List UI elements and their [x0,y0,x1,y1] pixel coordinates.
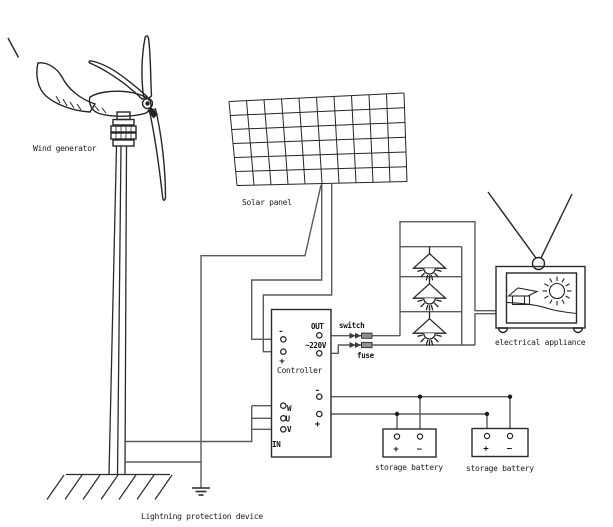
solar-panel [228,92,408,186]
junction-dot [507,394,513,399]
rotor-hub-center [145,101,150,106]
ac220-terminal [315,349,323,357]
battery-plus-terminal [315,410,323,418]
antenna-left [487,191,537,259]
lightning-ground-symbol [192,487,210,496]
wind-w-terminal [279,402,287,410]
wind-trunk-wire [125,405,253,443]
blade-upper-left [88,60,149,100]
labels: Wind generator Solar panel Controller OU… [33,144,586,521]
lamp-bus-wire [399,221,496,336]
tv-screen [505,272,578,324]
battery-minus-post [416,433,424,440]
spinner [147,107,158,119]
in-label: IN [272,440,281,449]
battery-box [382,428,437,458]
antenna-knob [531,256,546,271]
lamp-bank [412,246,447,347]
battery1-plus-sign: + [393,445,399,455]
fuse-wire [322,344,475,354]
battery2-minus-sign: − [507,445,513,455]
blade-tip-stray-line [7,37,20,58]
junction-dot [394,411,400,417]
tv-foot-right [572,327,584,334]
electrical-appliance-label: electrical appliance [495,338,586,347]
phase-w-label: W [287,404,292,413]
solar-panel-label: Solar panel [242,198,292,207]
storage-battery-2 [471,427,529,458]
wind-u-terminal [279,414,287,422]
blade-up [141,35,153,99]
wind-v-terminal [279,425,287,433]
tv-scene [506,276,577,315]
phase-u-label: U [286,415,291,424]
solar-plus-terminal [279,348,287,356]
hill-line [506,301,577,315]
storage-battery-2-label: storage battery [466,464,534,473]
tv-body [495,265,586,329]
solar-minus-terminal [279,335,287,343]
storage-battery-1 [382,428,437,458]
ac220-label: ~220V [305,341,327,350]
house-roof [506,287,539,297]
switch-label: switch [339,321,364,330]
sun-icon [548,282,566,300]
battery-bus-minus-sign: - [315,386,320,396]
lightning-protection-label: Lightning protection device [141,512,263,521]
battery-bus-plus-sign: + [315,420,321,430]
controller-label: Controller [277,366,323,375]
phase-v-label: V [287,425,292,434]
battery-plus-post [483,432,491,440]
ground-terrain [46,473,173,500]
solar-minus-sign: - [278,327,283,337]
battery-plus-post [393,433,401,440]
storage-battery-1-label: storage battery [375,463,443,472]
rotor-hub [141,97,154,110]
antenna-right [540,193,573,259]
tv-foot-left [497,327,509,334]
fuse-symbol [349,341,373,349]
panel-ground-wire [200,184,322,488]
wind-generator-label: Wind generator [33,144,97,153]
out-terminal [315,331,323,339]
battery1-minus-sign: − [417,445,423,455]
battery-box [471,427,529,458]
wind-generator [7,35,167,475]
blade-lower-right [148,108,167,201]
tv-feed-wire [474,313,496,345]
junction-dot [484,411,490,417]
electrical-appliance [487,191,586,334]
solar-minus-wire [251,184,323,340]
tower [108,145,128,475]
controller [270,308,332,458]
junction-dot [417,394,423,399]
solar-plus-sign: + [279,357,285,367]
solar-plus-wire [262,184,333,353]
fuse-label: fuse [357,351,375,360]
battery-minus-post [506,432,514,440]
switch-symbol [349,332,373,339]
fin-shading [55,95,107,114]
out-label: OUT [311,322,324,331]
tower-mount [110,111,137,147]
battery-minus-terminal [315,393,323,401]
battery2-plus-sign: + [483,445,489,455]
